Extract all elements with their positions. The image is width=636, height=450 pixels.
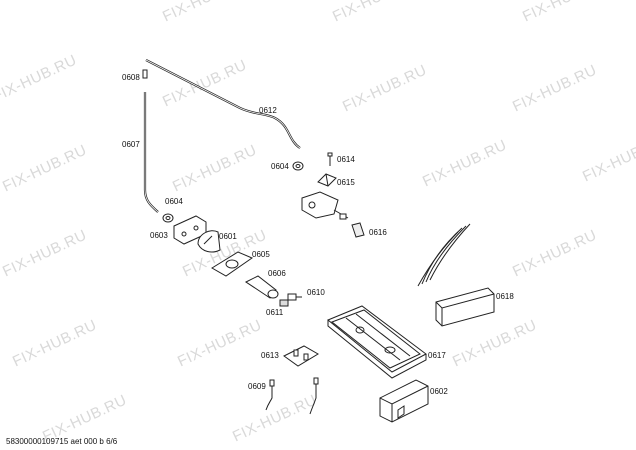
part-0618-cover bbox=[435, 287, 495, 327]
part-label-0607: 0607 bbox=[122, 140, 140, 149]
part-0617-burner-tray bbox=[327, 305, 427, 379]
part-label-0601: 0601 bbox=[219, 232, 237, 241]
part-label-0610: 0610 bbox=[307, 288, 325, 297]
part-label-0609: 0609 bbox=[248, 382, 266, 391]
part-label-0604-lower: 0604 bbox=[165, 197, 183, 206]
part-label-0618: 0618 bbox=[496, 292, 514, 301]
part-0604-seal-lower bbox=[162, 213, 174, 223]
part-0614-screw bbox=[327, 152, 333, 166]
part-0615-clip bbox=[317, 173, 337, 187]
part-label-0616: 0616 bbox=[369, 228, 387, 237]
part-0609-electrode bbox=[265, 379, 275, 411]
part-0611-jet bbox=[279, 299, 289, 307]
document-footer: 58300000109715 aet 000 b 6/6 bbox=[6, 437, 118, 446]
part-0606-cone bbox=[245, 275, 279, 299]
part-label-0612: 0612 bbox=[259, 106, 277, 115]
part-0601-flange bbox=[197, 230, 221, 253]
part-0604-seal-upper bbox=[292, 161, 304, 171]
part-electrode bbox=[309, 377, 319, 415]
part-valve-assembly bbox=[301, 191, 349, 220]
part-label-0605: 0605 bbox=[252, 250, 270, 259]
part-label-0614: 0614 bbox=[337, 155, 355, 164]
part-label-0606: 0606 bbox=[268, 269, 286, 278]
part-label-0613: 0613 bbox=[261, 351, 279, 360]
part-0610-nozzle bbox=[287, 293, 302, 301]
part-0607-tube bbox=[143, 92, 159, 213]
part-0602-shield bbox=[379, 379, 429, 423]
part-label-0617: 0617 bbox=[428, 351, 446, 360]
part-label-0603: 0603 bbox=[150, 231, 168, 240]
part-0616-cap bbox=[351, 222, 365, 238]
part-label-0608: 0608 bbox=[122, 73, 140, 82]
part-0605-plate bbox=[211, 251, 254, 277]
part-wires bbox=[417, 223, 471, 287]
part-0613-bracket bbox=[283, 345, 319, 367]
part-label-0602: 0602 bbox=[430, 387, 448, 396]
part-0608-tube bbox=[142, 59, 301, 149]
part-label-0611: 0611 bbox=[266, 308, 284, 317]
part-label-0615: 0615 bbox=[337, 178, 355, 187]
part-label-0604-upper: 0604 bbox=[271, 162, 289, 171]
